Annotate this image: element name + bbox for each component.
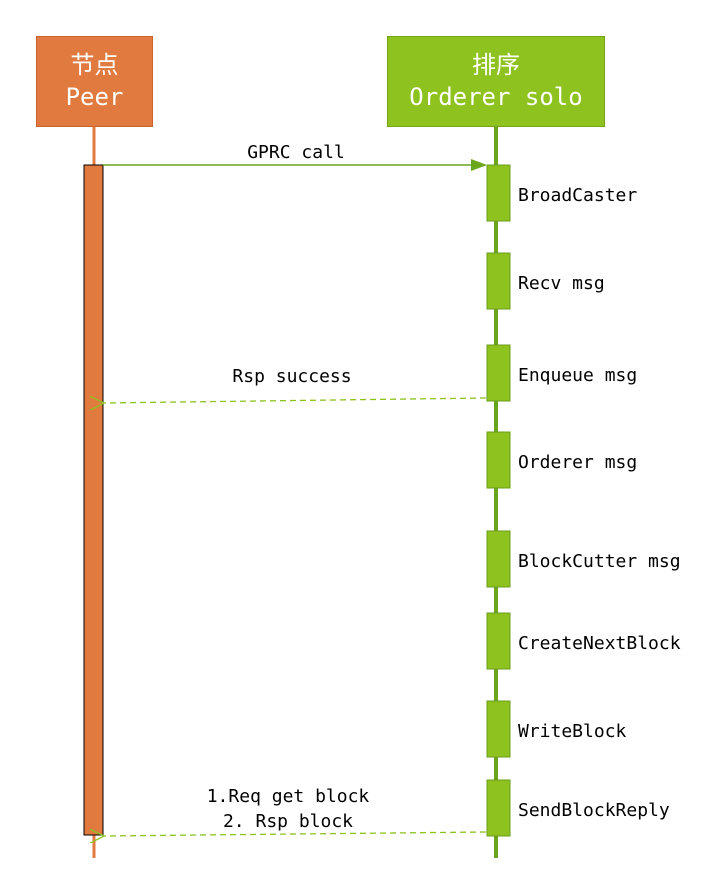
step-label-broadcaster: BroadCaster [518,185,637,206]
step-label-sendblockreply: SendBlockReply [518,800,670,821]
step-bar-createnextblock [486,612,511,670]
step-bar-sendblockreply [486,779,511,837]
rsp-success-label: Rsp success [232,366,351,387]
req-get-block-label: 1.Req get block [207,786,370,807]
step-bar-blockcutter-msg [486,530,511,588]
step-label-recv-msg: Recv msg [518,273,605,294]
step-bar-orderer-msg [486,431,511,489]
step-bar-writeblock [486,700,511,758]
rsp-success-arrow [104,398,487,403]
gprc-call-label: GPRC call [247,142,345,163]
req-get-block-arrow [104,832,487,836]
step-label-createnextblock: CreateNextBlock [518,633,681,654]
step-label-enqueue-msg: Enqueue msg [518,365,637,386]
step-label-orderer-msg: Orderer msg [518,452,637,473]
step-bar-enqueue-msg [486,344,511,402]
peer-title-en: Peer [65,83,124,111]
orderer-title-cn: 排序 [472,51,520,79]
step-label-writeblock: WriteBlock [518,721,627,742]
peer-title-cn: 节点 [70,51,119,79]
step-bar-broadcaster [486,164,511,222]
step-bar-recv-msg [486,252,511,310]
step-label-blockcutter-msg: BlockCutter msg [518,551,681,572]
peer-participant-box: 节点 Peer [36,36,153,127]
orderer-participant-box: 排序 Orderer solo [387,36,605,127]
rsp-block-label: 2. Rsp block [223,811,353,832]
peer-activation-bar [83,164,104,836]
orderer-title-en: Orderer solo [409,83,583,111]
